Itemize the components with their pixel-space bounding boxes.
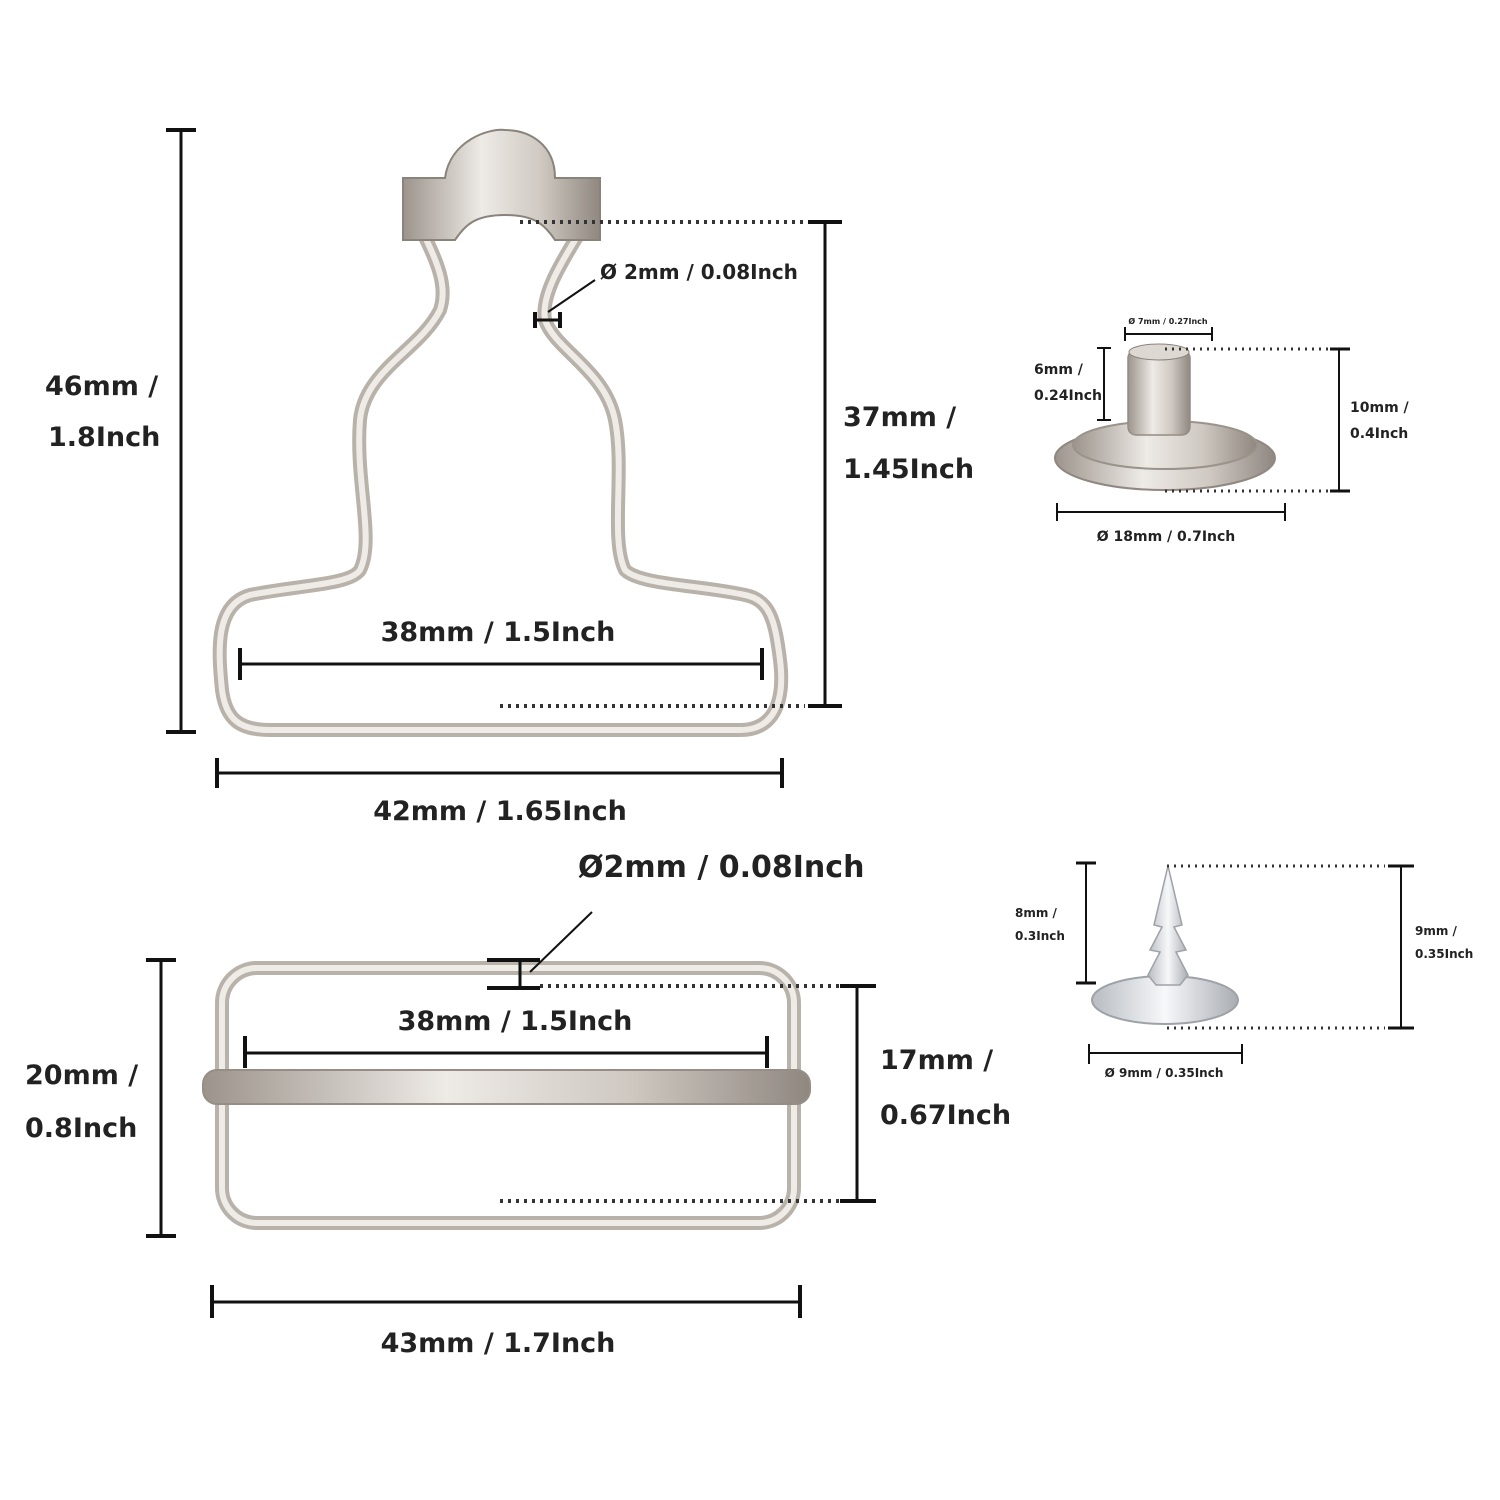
buckle-wire — [212, 208, 789, 737]
tack-spike-height-inch-label: 0.3Inch — [1015, 929, 1065, 943]
buckle-height-inch-label: 1.8Inch — [48, 422, 160, 453]
tack-height-label: 9mm / — [1415, 924, 1458, 938]
button-shank-height-label: 6mm / — [1034, 362, 1084, 378]
slider-inner-height-inch-label: 0.67Inch — [880, 1100, 1011, 1131]
slider-width-label: 43mm / 1.7Inch — [381, 1328, 616, 1359]
button-height-inch-label: 0.4Inch — [1350, 426, 1408, 442]
buckle-wire-diameter-label: Ø 2mm / 0.08Inch — [600, 260, 798, 284]
slider-inner-width-label: 38mm / 1.5Inch — [398, 1006, 633, 1037]
buckle-height-label: 46mm / — [45, 371, 158, 402]
overall-buckle: 46mm / 1.8Inch 42mm / 1.65Inch 38mm / 1.… — [45, 128, 974, 827]
jeans-button: Ø 7mm / 0.27Inch 6mm / 0.24Inch 10mm / 0… — [1034, 316, 1410, 545]
buckle-inner-height-inch-label: 1.45Inch — [843, 454, 974, 485]
slider-wire-diameter-label: Ø2mm / 0.08Inch — [578, 850, 864, 885]
buckle-width-label: 42mm / 1.65Inch — [373, 796, 627, 827]
buckle-inner-width-label: 38mm / 1.5Inch — [381, 617, 616, 648]
button-top-diameter-label: Ø 7mm / 0.27Inch — [1128, 316, 1207, 326]
tack-nail: 8mm / 0.3Inch 9mm / 0.35Inch Ø 9mm / 0.3… — [1015, 861, 1473, 1080]
tack-spike-height-label: 8mm / — [1015, 906, 1058, 920]
button-base-diameter-label: Ø 18mm / 0.7Inch — [1097, 529, 1236, 545]
buckle-clamp — [402, 128, 601, 241]
tack-base-diameter-label: Ø 9mm / 0.35Inch — [1105, 1066, 1224, 1080]
slider-bar — [202, 1069, 811, 1105]
button-shank-height-inch-label: 0.24Inch — [1034, 388, 1102, 404]
slider-buckle: Ø2mm / 0.08Inch 38mm / 1.5Inch 20mm / 0.… — [25, 850, 1011, 1359]
buckle-inner-height-label: 37mm / — [843, 402, 956, 433]
slider-height-label: 20mm / — [25, 1060, 138, 1091]
tack-height-inch-label: 0.35Inch — [1415, 947, 1473, 961]
slider-height-inch-label: 0.8Inch — [25, 1113, 137, 1144]
button-height-label: 10mm / — [1350, 400, 1410, 416]
slider-inner-height-label: 17mm / — [880, 1045, 993, 1076]
